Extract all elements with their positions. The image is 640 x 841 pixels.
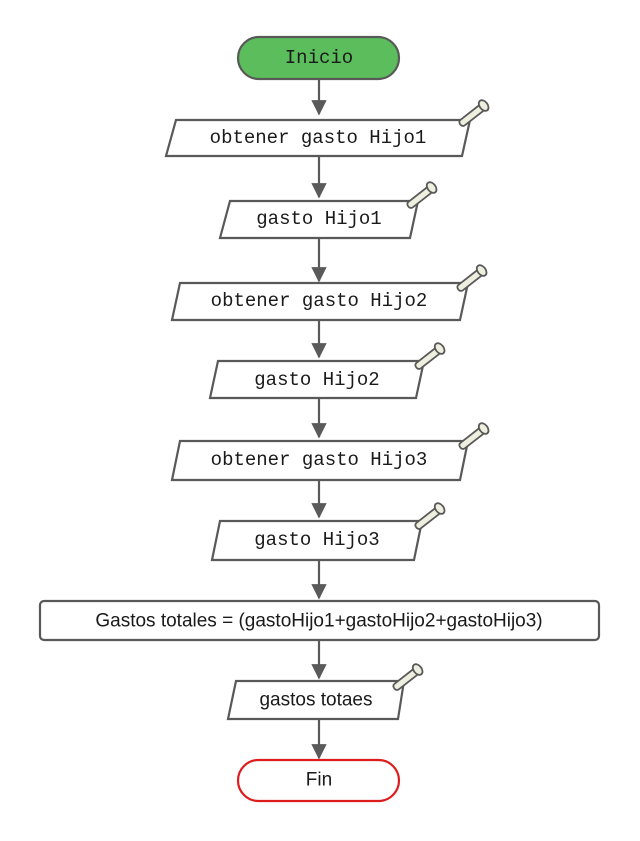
scroll-icon [456, 264, 488, 292]
io-node-gastos-totaes: gastos totaes [226, 663, 424, 721]
io-node-gasto-hijo1: gasto Hijo1 [218, 181, 438, 240]
io-node-obtener-gasto-hijo3: obtener gasto Hijo3 [170, 422, 490, 482]
io-shape [164, 118, 472, 158]
io-label: obtener gasto Hijo1 [210, 127, 427, 149]
end-terminator-shape [236, 758, 401, 803]
io-node-obtener-gasto-hijo1: obtener gasto Hijo1 [164, 99, 490, 158]
io-node-gasto-hijo3: gasto Hijo3 [210, 502, 446, 562]
io-shape [210, 519, 424, 562]
scroll-icon [392, 663, 424, 691]
start-node: Inicio [236, 35, 401, 81]
io-node-gasto-hijo2: gasto Hijo2 [208, 342, 446, 400]
scroll-icon [406, 181, 438, 209]
start-terminator-shape [236, 35, 401, 81]
io-label: gasto Hijo1 [256, 208, 381, 230]
start-label: Inicio [285, 47, 353, 69]
io-shape [170, 439, 470, 482]
scroll-icon [458, 422, 490, 450]
scroll-icon-roll [475, 264, 488, 277]
scroll-icon-roll [477, 99, 490, 112]
io-label: gastos totaes [259, 690, 372, 711]
scroll-icon-roll [433, 502, 446, 515]
io-shape [170, 281, 470, 322]
scroll-icon-roll [425, 181, 438, 194]
process-shape [38, 599, 601, 642]
io-label: obtener gasto Hijo3 [211, 449, 428, 471]
end-node: Fin [236, 758, 401, 803]
scroll-icon [414, 342, 446, 370]
io-label: gasto Hijo2 [254, 369, 379, 391]
scroll-icon [414, 502, 446, 530]
process-label: Gastos totales = (gastoHijo1+gastoHijo2+… [95, 611, 542, 632]
io-shape [218, 199, 420, 240]
scroll-icon [458, 99, 490, 127]
end-label: Fin [306, 770, 332, 791]
scroll-icon-roll [477, 422, 490, 435]
process-node-gastos-totales: Gastos totales = (gastoHijo1+gastoHijo2+… [38, 599, 601, 642]
io-shape [226, 679, 406, 721]
scroll-icon-roll [411, 663, 424, 676]
io-label: gasto Hijo3 [254, 529, 379, 551]
io-label: obtener gasto Hijo2 [211, 290, 428, 312]
io-shape [208, 359, 426, 400]
scroll-icon-roll [433, 342, 446, 355]
io-node-obtener-gasto-hijo2: obtener gasto Hijo2 [170, 264, 488, 322]
